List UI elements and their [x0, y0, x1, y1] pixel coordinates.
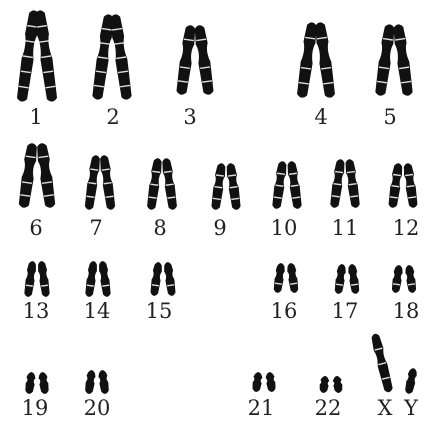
chromosome-15-b	[163, 262, 177, 297]
chromosome-pair-13	[23, 261, 50, 298]
chromosome-label-9: 9	[213, 216, 226, 240]
chromosome-label-6: 6	[29, 216, 42, 240]
chromosome-pair-x	[370, 333, 394, 394]
chromosome-19-a	[24, 371, 36, 394]
chromosome-13-b	[37, 261, 51, 298]
chromosome-pair-22	[319, 375, 344, 393]
chromosome-label-14: 14	[84, 299, 111, 323]
chromosome-1-b	[34, 10, 59, 103]
chromosome-15-a	[149, 262, 163, 297]
chromosome-label-3: 3	[183, 105, 196, 129]
chromosome-4-b	[314, 22, 336, 99]
chromosome-label-21: 21	[248, 396, 275, 420]
chromosome-label-11: 11	[332, 216, 359, 240]
chromosome-pair-17	[334, 264, 361, 295]
chromosome-label-1: 1	[29, 105, 42, 129]
chromosome-10-b	[286, 161, 303, 210]
chromosome-pair-5	[374, 24, 414, 97]
chromosome-17-a	[334, 264, 347, 295]
chromosome-13-a	[23, 261, 37, 298]
chromosome-2-a	[91, 14, 115, 101]
chromosome-pair-3	[175, 25, 215, 96]
chromosome-12-a	[387, 163, 403, 209]
chromosome-x	[370, 333, 394, 394]
chromosome-label-19: 19	[22, 396, 49, 420]
chromosome-label-16: 16	[271, 299, 298, 323]
chromosome-9-b	[225, 163, 241, 211]
chromosome-pair-20	[84, 369, 110, 394]
chromosome-8-b	[161, 158, 178, 211]
chromosome-y	[404, 367, 418, 394]
chromosome-pair-16	[273, 263, 300, 294]
chromosome-pair-4	[296, 22, 336, 99]
chromosome-label-22: 22	[315, 396, 342, 420]
chromosome-21-a	[251, 371, 263, 392]
chromosome-16-a	[273, 263, 286, 294]
chromosome-label-13: 13	[23, 299, 50, 323]
chromosome-8-a	[146, 158, 163, 211]
chromosome-pair-11	[329, 159, 361, 209]
chromosome-pair-8	[146, 158, 178, 211]
chromosome-pair-y	[404, 367, 418, 394]
chromosome-7-a	[84, 155, 102, 211]
chromosome-14-b	[98, 261, 112, 298]
chromosome-pair-7	[84, 155, 117, 211]
chromosome-3-a	[175, 25, 197, 96]
chromosome-10-a	[271, 161, 288, 210]
chromosome-6-a	[18, 142, 39, 208]
chromosome-pair-18	[391, 265, 417, 294]
chromosome-label-18: 18	[393, 299, 420, 323]
chromosome-label-10: 10	[271, 216, 298, 240]
chromosome-label-20: 20	[84, 396, 111, 420]
chromosome-pair-14	[84, 261, 111, 298]
chromosome-pair-19	[24, 371, 49, 394]
chromosome-7-b	[99, 155, 117, 211]
chromosome-21-b	[265, 371, 277, 392]
chromosome-22-b	[332, 375, 343, 393]
chromosome-5-b	[392, 24, 414, 97]
chromosome-label-15: 15	[146, 299, 173, 323]
chromosome-20-a	[84, 369, 96, 394]
chromosome-pair-6	[18, 142, 57, 208]
chromosome-5-a	[374, 24, 396, 97]
chromosome-22-a	[319, 375, 330, 393]
chromosome-3-b	[193, 25, 215, 96]
chromosome-label-2: 2	[106, 105, 119, 129]
chromosome-label-7: 7	[89, 216, 102, 240]
chromosome-pair-9	[210, 163, 241, 211]
chromosome-14-a	[84, 261, 98, 298]
chromosome-pair-21	[251, 371, 276, 392]
chromosome-19-b	[38, 371, 50, 394]
chromosome-11-a	[329, 159, 346, 209]
chromosome-label-12: 12	[393, 216, 420, 240]
chromosome-20-b	[98, 369, 110, 394]
chromosome-pair-1	[16, 10, 59, 103]
chromosome-pair-12	[387, 163, 418, 209]
chromosome-pair-2	[91, 14, 133, 101]
chromosome-4-a	[296, 22, 318, 99]
chromosome-6-b	[36, 142, 57, 208]
chromosome-18-a	[391, 265, 404, 294]
chromosome-17-b	[347, 264, 360, 295]
chromosome-18-b	[404, 265, 417, 294]
chromosome-2-b	[109, 14, 133, 101]
chromosome-label-4: 4	[314, 105, 327, 129]
chromosome-label-y: Y	[403, 396, 419, 420]
chromosome-9-a	[210, 163, 226, 211]
chromosome-11-b	[344, 159, 361, 209]
chromosome-label-x: X	[378, 396, 393, 420]
chromosome-pair-10	[271, 161, 303, 210]
chromosome-pair-15	[149, 262, 176, 297]
chromosome-16-b	[286, 263, 299, 294]
chromosome-label-8: 8	[153, 216, 166, 240]
chromosome-label-17: 17	[332, 299, 359, 323]
chromosome-label-5: 5	[383, 105, 396, 129]
chromosome-12-b	[402, 163, 418, 209]
